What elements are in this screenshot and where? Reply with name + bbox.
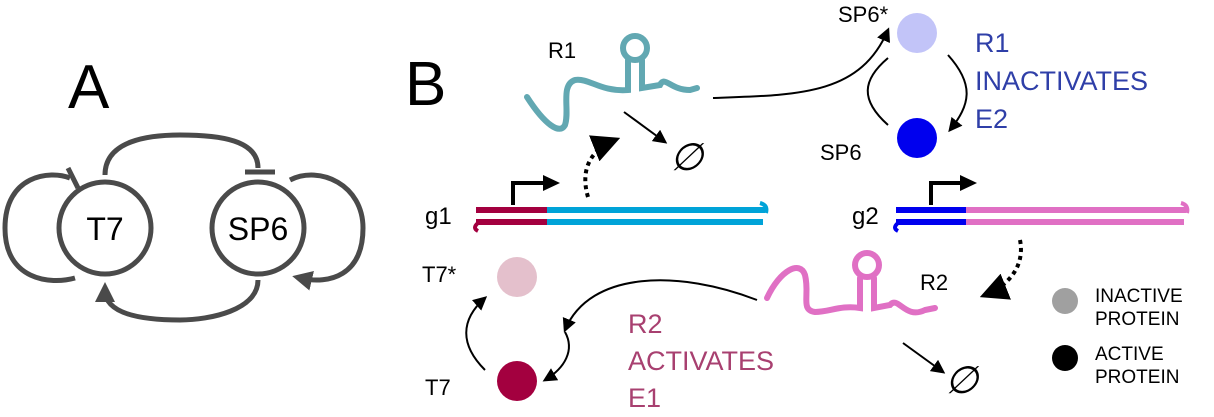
- t7-active-protein: [497, 361, 537, 401]
- g1-label: g1: [425, 203, 452, 230]
- legend: INACTIVE PROTEIN ACTIVE PROTEIN: [1052, 286, 1183, 388]
- r1-annotation-line: E2: [975, 104, 1008, 134]
- sp6-activates-t7: [95, 279, 261, 323]
- r2-degradation-symbol: ∅: [945, 360, 980, 402]
- sp6-reactivation-arrow: [866, 57, 889, 126]
- panel-a-edges: [2, 132, 366, 323]
- g1-gene: [473, 175, 769, 233]
- legend-active-label: ACTIVE: [1095, 344, 1164, 365]
- g1-promoter-arrow: [511, 181, 545, 205]
- r2-degradation-arrow: [902, 342, 946, 374]
- sp6-self-activation: [288, 172, 366, 291]
- g2-gene: [893, 175, 1190, 233]
- r1-rna: [524, 33, 700, 132]
- r2-annotation-line: E1: [628, 383, 661, 412]
- g2-promoter-arrow: [929, 181, 962, 205]
- r2-annotation: R2 ACTIVATES E1: [628, 309, 774, 413]
- t7-node: T7: [56, 179, 154, 277]
- g1-transcription-arrow: [583, 135, 621, 198]
- r1-degradation-symbol: ∅: [670, 137, 705, 179]
- panel-b-label: B: [405, 50, 446, 119]
- t7-represses-sp6: [102, 132, 261, 176]
- r1-label: R1: [548, 38, 576, 63]
- sp6-active-label: SP6: [820, 140, 862, 165]
- legend-inactive-marker: [1052, 288, 1078, 314]
- g2-transcription-arrow: [979, 239, 1023, 300]
- legend-inactive-label: INACTIVE: [1095, 286, 1183, 307]
- t7-self-repression-bar: [65, 166, 81, 190]
- r2-annotation-line: R2: [628, 309, 663, 339]
- sp6-inactivation-arrow: [947, 54, 968, 133]
- legend-inactive-label: PROTEIN: [1095, 309, 1179, 330]
- sp6-inactive-label: SP6*: [838, 2, 889, 27]
- r1-degradation-arrow: [623, 111, 668, 144]
- t7-self-repression: [2, 172, 76, 283]
- panel-a-label: A: [68, 53, 110, 122]
- g2-label: g2: [852, 203, 879, 230]
- r2-label: R2: [920, 270, 948, 295]
- r2-rna: [764, 250, 938, 316]
- sp6-node: SP6: [209, 179, 307, 277]
- r1-annotation: R1 INACTIVATES E2: [975, 28, 1148, 134]
- sp6-active-protein: [897, 118, 937, 158]
- r2-activates-arrow: [562, 279, 758, 333]
- t7-active-label: T7: [425, 375, 451, 400]
- r2-annotation-line: ACTIVATES: [628, 346, 774, 376]
- sp6-inactive-protein: [897, 13, 937, 53]
- r1-annotation-line: INACTIVATES: [975, 66, 1148, 96]
- t7-inactive-label: T7*: [422, 262, 457, 287]
- r1-inactivates-arrow: [712, 27, 890, 99]
- sp6-node-label: SP6: [228, 211, 288, 247]
- t7-activation-arrow: [542, 331, 570, 382]
- legend-active-label: PROTEIN: [1095, 367, 1179, 388]
- t7-inactive-protein: [497, 257, 537, 297]
- t7-inactivation-arrow: [465, 296, 488, 371]
- legend-active-marker: [1052, 345, 1078, 371]
- t7-node-label: T7: [86, 211, 123, 247]
- r1-annotation-line: R1: [975, 28, 1010, 58]
